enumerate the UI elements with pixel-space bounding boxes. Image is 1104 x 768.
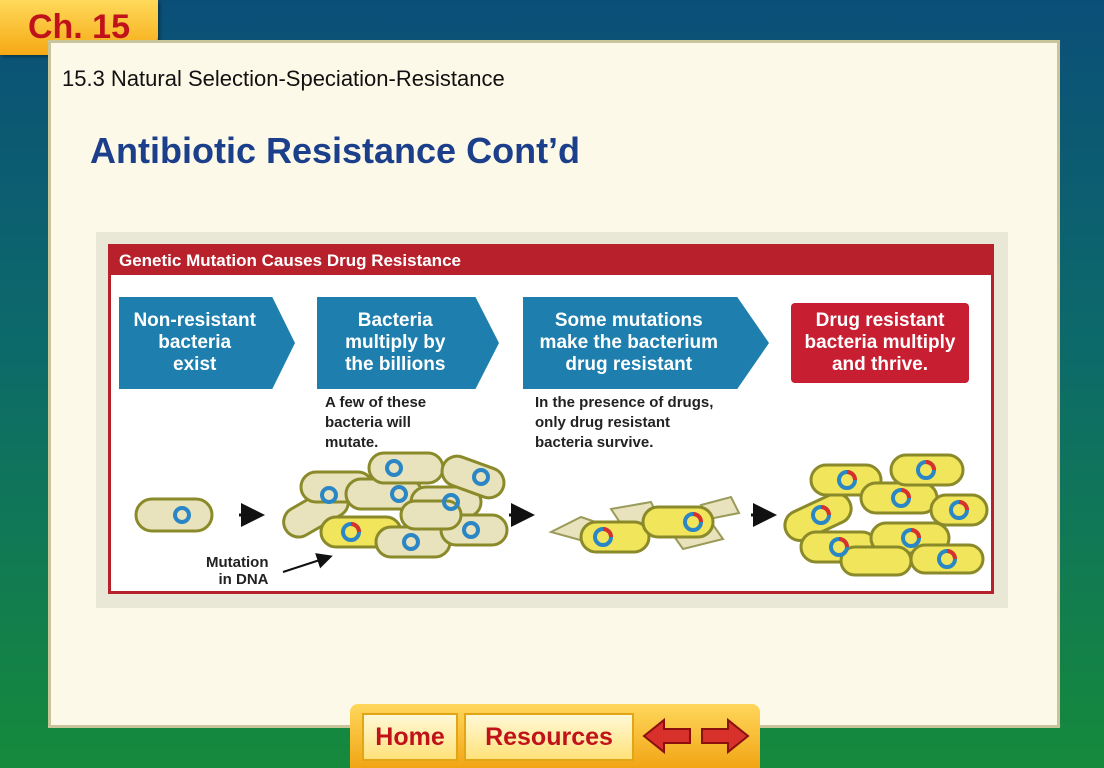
arrow-right-icon[interactable] bbox=[698, 716, 750, 756]
section-label: 15.3 Natural Selection-Speciation-Resist… bbox=[62, 66, 505, 91]
mutation-label: Mutation in DNA bbox=[206, 554, 269, 588]
nav-bar: Home Resources bbox=[350, 704, 760, 768]
figure-panel: Genetic Mutation Causes Drug Resistance … bbox=[108, 244, 994, 594]
caption-mutate: A few of these bacteria will mutate. bbox=[325, 394, 427, 451]
bacteria-cluster-thriving bbox=[783, 453, 989, 577]
step-mutation: Some mutations make the bacterium drug r… bbox=[523, 297, 769, 389]
resources-button[interactable]: Resources bbox=[464, 713, 634, 761]
step-multiply: Bacteria multiply by the billions bbox=[317, 297, 499, 389]
step-label: Some mutations make the bacterium drug r… bbox=[539, 310, 719, 375]
figure-box: Genetic Mutation Causes Drug Resistance … bbox=[96, 232, 1008, 608]
mutation-pointer bbox=[282, 553, 333, 573]
figure-header: Genetic Mutation Causes Drug Resistance bbox=[111, 247, 991, 275]
arrow-left-icon[interactable] bbox=[642, 716, 694, 756]
bacteria-cluster-multiplied bbox=[282, 451, 509, 559]
step-drug-resistant: Drug resistant bacteria multiply and thr… bbox=[791, 303, 969, 383]
step-label: Non-resistant bacteria exist bbox=[133, 310, 256, 375]
slide-title: Antibiotic Resistance Cont’d bbox=[90, 130, 581, 171]
step-non-resistant: Non-resistant bacteria exist bbox=[119, 297, 295, 389]
bacteria-cluster-survivors bbox=[548, 495, 741, 554]
caption-survive: In the presence of drugs, only drug resi… bbox=[535, 394, 714, 451]
step-label: Bacteria multiply by the billions bbox=[345, 310, 446, 375]
bacteria-scene bbox=[134, 451, 989, 577]
step-label: Drug resistant bacteria multiply and thr… bbox=[804, 310, 956, 375]
bacterium-single bbox=[134, 497, 214, 533]
home-button[interactable]: Home bbox=[362, 713, 458, 761]
